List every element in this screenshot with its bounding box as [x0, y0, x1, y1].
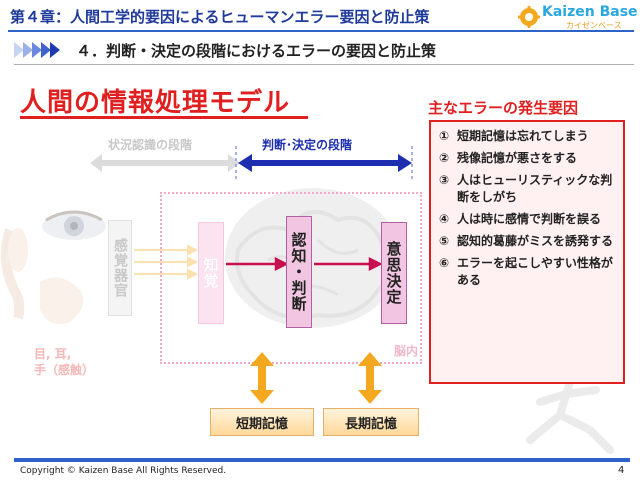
model-title: 人間の情報処理モデル: [20, 88, 291, 118]
section-subtitle: ４．判断・決定の段階におけるエラーの要因と防止策: [76, 42, 437, 60]
page-number: 4: [618, 465, 625, 476]
cognition-judgment-box: 認知・判断: [286, 216, 312, 328]
header-divider: [8, 30, 634, 32]
sensory-organ-box: 感覚器官: [108, 220, 132, 316]
subtitle-divider: [14, 64, 634, 65]
footer-divider: [14, 458, 630, 462]
face-ear-eye-illustration: [0, 210, 106, 325]
memory-access-arrows: [250, 352, 382, 404]
kaizen-base-logo: Kaizen Base カイゼンベース: [518, 4, 638, 34]
sense-label: 目, 耳, 手（感触）: [34, 347, 95, 377]
stage-label-judgment-decision: 判断･決定の段階: [262, 138, 353, 152]
chevron-arrows-icon: [14, 42, 60, 58]
brain-region-frame: [160, 192, 422, 364]
perception-box: 知覚: [198, 222, 224, 324]
gear-icon: [518, 6, 540, 28]
chapter-title: 第４章：人間工学的要因によるヒューマンエラー要因と防止策: [10, 8, 430, 26]
short-term-memory-box: 短期記憶: [210, 408, 314, 436]
logo-text: Kaizen Base: [542, 4, 638, 20]
brain-label: 脳内: [394, 344, 419, 358]
decision-making-box: 意思決定: [381, 222, 407, 324]
stage-arrows: [90, 146, 413, 180]
logo-subtext: カイゼンベース: [566, 21, 622, 30]
flow-arrows: [134, 244, 383, 280]
copyright-text: Copyright © Kaizen Base All Rights Reser…: [20, 466, 227, 476]
error-factors-title: 主なエラーの発生要因: [428, 99, 579, 117]
model-title-underline: [20, 116, 308, 119]
stage-label-situation-awareness: 状況認識の段階: [108, 138, 193, 152]
long-term-memory-box: 長期記憶: [323, 408, 419, 436]
